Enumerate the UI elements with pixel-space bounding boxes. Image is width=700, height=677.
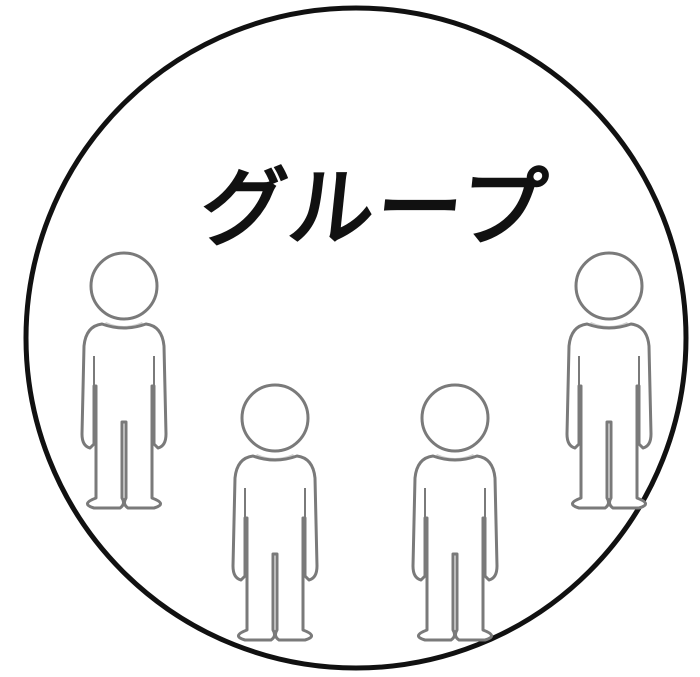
group-title: グループ [170,150,581,250]
